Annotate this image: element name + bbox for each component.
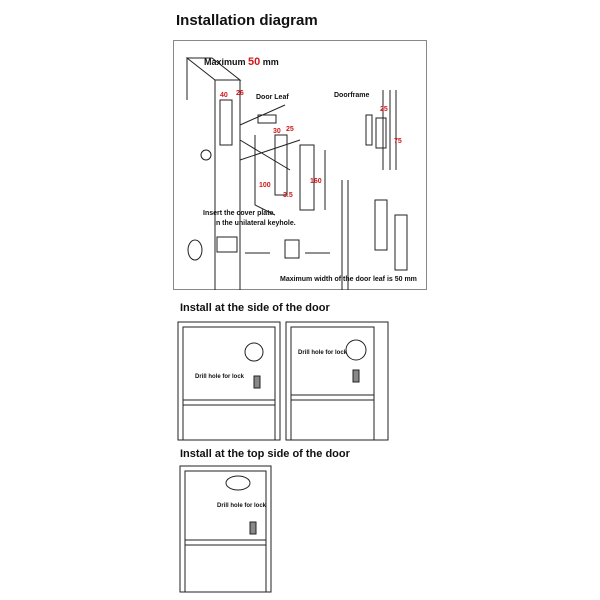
maximum-label: Maximum 50 mm [204,56,279,68]
side-section-title: Install at the side of the door [180,302,330,314]
guide-lines [239,104,301,171]
door-left-frame [177,321,281,441]
door-top-frame [179,465,272,593]
door-leaf-edge [186,58,241,290]
cover-plate-small [187,239,203,261]
cylinder [257,114,277,124]
max-width-note: Maximum width of the door leaf is 50 mm [280,276,417,283]
dim-25a: 25 [286,126,294,133]
installation-diagram-panel [173,40,427,290]
maximum-unit: mm [262,57,279,67]
insert-note-line1: Insert the cover plate [203,210,274,217]
doorframe-edge [382,90,397,170]
lock-faceplate [219,99,233,146]
dim-40: 40 [220,92,228,99]
dim-3-5: 3.5 [283,192,293,199]
dim-100: 100 [259,182,271,189]
drill-callout-right: Drill hole for lock [298,350,348,356]
doorframe-label: Doorframe [334,92,370,99]
strike-plate [299,144,315,211]
assembled-door [341,180,349,290]
maximum-value: 50 [248,56,261,68]
door-right-frame [285,321,389,441]
frame-strike [375,117,387,149]
drill-callout-left: Drill hole for lock [195,374,245,380]
maximum-prefix: Maximum [204,57,246,67]
door-leaf-label: Door Leaf [256,94,289,101]
insert-note-line2: in the unilateral keyhole. [214,220,296,227]
cylinder-small [216,236,238,253]
page-title: Installation diagram [176,12,318,29]
cover-plate [200,149,212,161]
lock-body [274,134,288,196]
dimension-lines [254,135,326,216]
dim-26: 26 [236,90,244,97]
dim-75: 75 [394,138,402,145]
dim-25b: 25 [380,106,388,113]
top-section-title: Install at the top side of the door [180,448,350,460]
drill-callout-top: Drill hole for lock [217,503,267,509]
dim-30: 30 [273,128,281,135]
dim-160: 160 [310,178,322,185]
